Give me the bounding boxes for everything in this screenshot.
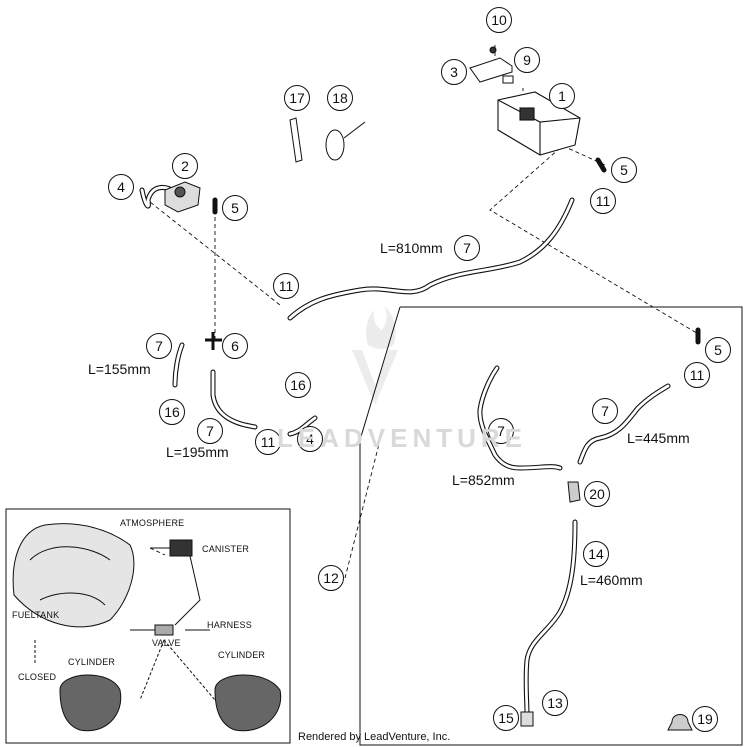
callout-13: 13 bbox=[542, 690, 568, 716]
callout-7-445: 7 bbox=[592, 398, 618, 424]
fitting-part bbox=[520, 711, 534, 727]
watermark-logo bbox=[352, 306, 398, 405]
length-852: L=852mm bbox=[452, 472, 515, 488]
callout-7-852: 7 bbox=[488, 418, 514, 444]
callout-12: 12 bbox=[318, 565, 344, 591]
length-810: L=810mm bbox=[380, 240, 443, 256]
inset-closed: CLOSED bbox=[18, 672, 57, 682]
hoses-inner bbox=[140, 186, 670, 717]
callout-6: 6 bbox=[222, 333, 248, 359]
cable-tie-part bbox=[325, 121, 366, 161]
length-155: L=155mm bbox=[88, 361, 151, 377]
kit-frame bbox=[359, 306, 743, 746]
callout-16-left: 16 bbox=[159, 399, 185, 425]
callout-11-bottom: 11 bbox=[255, 429, 281, 455]
callout-3: 3 bbox=[441, 59, 467, 85]
length-445: L=445mm bbox=[627, 430, 690, 446]
inset-harness: HARNESS bbox=[207, 620, 252, 630]
callout-15: 15 bbox=[493, 705, 519, 731]
callout-5-canister: 5 bbox=[611, 157, 637, 183]
leader-lines bbox=[144, 45, 701, 579]
callout-16-right: 16 bbox=[285, 372, 311, 398]
nut-part bbox=[502, 75, 514, 84]
inset-atmosphere: ATMOSPHERE bbox=[120, 518, 185, 528]
callout-9: 9 bbox=[514, 47, 540, 73]
bracket-part bbox=[469, 46, 513, 83]
callout-7-195: 7 bbox=[197, 418, 223, 444]
callout-17: 17 bbox=[284, 85, 310, 111]
callout-14: 14 bbox=[583, 541, 609, 567]
callout-4-top: 4 bbox=[108, 174, 134, 200]
inset-drawing bbox=[12, 523, 282, 732]
t-piece-part bbox=[205, 332, 222, 350]
callout-20: 20 bbox=[584, 481, 610, 507]
callout-4-bottom: 4 bbox=[297, 426, 323, 452]
inset-cylinder-right: CYLINDER bbox=[218, 650, 266, 660]
inset-fueltank: FUELTANK bbox=[12, 610, 60, 620]
inset-canister: CANISTER bbox=[202, 544, 250, 554]
callout-7-810: 7 bbox=[454, 235, 480, 261]
length-460: L=460mm bbox=[580, 572, 643, 588]
callout-2: 2 bbox=[172, 153, 198, 179]
clamp-part bbox=[667, 714, 693, 731]
callout-7-155: 7 bbox=[146, 333, 172, 359]
callout-11-right: 11 bbox=[684, 362, 710, 388]
tie-strap-part bbox=[289, 117, 303, 163]
credit-text: Rendered by LeadVenture, Inc. bbox=[298, 731, 451, 743]
inset-cylinder-left: CYLINDER bbox=[68, 657, 116, 667]
callout-5-valve: 5 bbox=[222, 195, 248, 221]
watermark-text: LEADVENTURE bbox=[277, 423, 528, 453]
inset-valve: VALVE bbox=[152, 638, 181, 648]
callout-1: 1 bbox=[549, 83, 575, 109]
callout-11-left: 11 bbox=[273, 273, 299, 299]
callout-5-right: 5 bbox=[705, 337, 731, 363]
callout-11-canister: 11 bbox=[590, 188, 616, 214]
callout-10: 10 bbox=[486, 7, 512, 33]
callout-18: 18 bbox=[327, 85, 353, 111]
valve-part bbox=[164, 181, 201, 213]
length-195: L=195mm bbox=[166, 444, 229, 460]
callout-19: 19 bbox=[692, 706, 718, 732]
connector-part bbox=[567, 481, 581, 503]
